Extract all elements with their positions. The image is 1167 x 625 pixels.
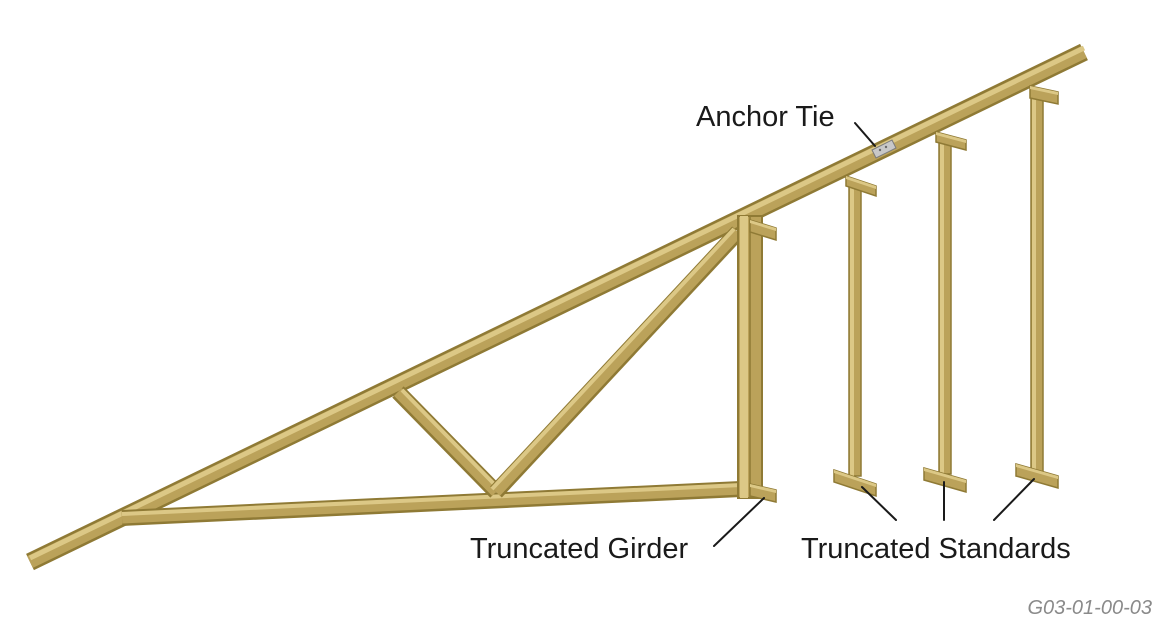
truncated-standard-3 bbox=[1015, 85, 1059, 489]
anchor-tie-label: Anchor Tie bbox=[696, 101, 835, 133]
truncated-standard-2 bbox=[923, 131, 967, 493]
girder-top-cleat bbox=[749, 218, 777, 242]
girder-bottom-chord bbox=[121, 480, 763, 526]
girder-web-right bbox=[490, 226, 744, 498]
truncated-standard-1 bbox=[833, 174, 877, 498]
girder-bottom-cleat bbox=[749, 483, 777, 503]
truncated-girder-leader bbox=[713, 497, 765, 547]
anchor-tie-leader bbox=[854, 122, 876, 147]
truncated-girder-truss bbox=[121, 215, 777, 526]
truncated-standards-label: Truncated Standards bbox=[801, 533, 1071, 565]
truncated-girder-label: Truncated Girder bbox=[470, 533, 688, 565]
figure-code: G03-01-00-03 bbox=[1027, 597, 1152, 619]
girder-web-left bbox=[392, 386, 502, 498]
truncated-standard-1-leader bbox=[861, 486, 897, 521]
truncated-standard-3-leader bbox=[993, 478, 1035, 521]
rafter-top-chord bbox=[26, 43, 1088, 571]
girder-end-post bbox=[737, 215, 763, 499]
anchor-tie-plate bbox=[871, 139, 897, 159]
